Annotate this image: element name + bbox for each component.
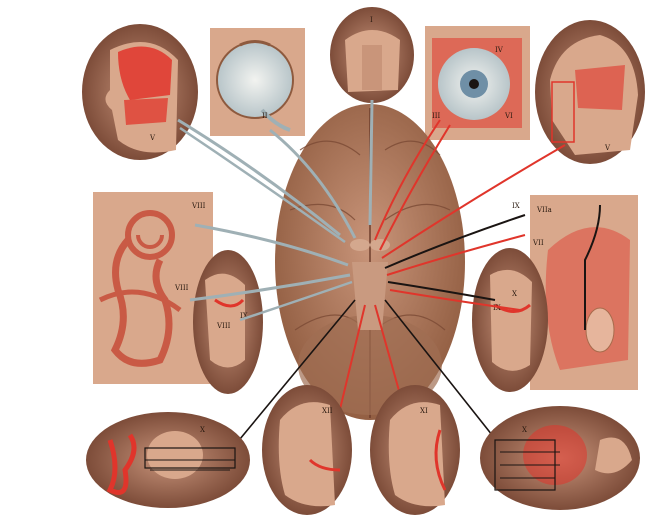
panel-eye-optic: II — [210, 28, 305, 136]
label-viii-top: VIII — [191, 202, 206, 210]
label-vii: VII — [532, 239, 544, 247]
label-viia: VIIa — [536, 206, 552, 214]
label-iv: IV — [495, 46, 504, 54]
panel-inner-ear: VIII VIII — [93, 192, 213, 384]
panel-pharynx-left: VIII IX — [193, 250, 263, 394]
panel-olfactory: I — [330, 7, 414, 103]
panel-head-mandibular: V — [535, 20, 645, 164]
panel-gut-vagus: X — [86, 412, 250, 508]
label-v-top-right: V — [604, 144, 611, 152]
label-xii: XII — [322, 407, 333, 415]
label-x-gut: X — [200, 426, 205, 434]
label-i: I — [370, 16, 373, 24]
panel-neck-hypoglossal: XII — [262, 385, 352, 515]
label-ix-face: IX — [512, 202, 520, 210]
label-iii: III — [432, 112, 441, 120]
panel-eye-muscles: IV III VI — [425, 26, 530, 140]
label-viii-bottom: VIII — [174, 284, 189, 292]
label-ii: II — [262, 112, 268, 120]
panel-trigeminal-face: V — [82, 24, 198, 160]
label-xi: XI — [420, 407, 428, 415]
panel-pharynx-right: X IX — [472, 248, 548, 392]
label-vi: VI — [504, 112, 513, 120]
label-x-pharynx: X — [512, 290, 517, 298]
label-x-thorax: X — [522, 426, 527, 434]
panel-thorax-vagus: X — [480, 406, 640, 510]
label-viii-pharynx: VIII — [216, 322, 231, 330]
panel-neck-accessory: XI — [370, 385, 460, 515]
label-v-top-left: V — [149, 134, 156, 142]
